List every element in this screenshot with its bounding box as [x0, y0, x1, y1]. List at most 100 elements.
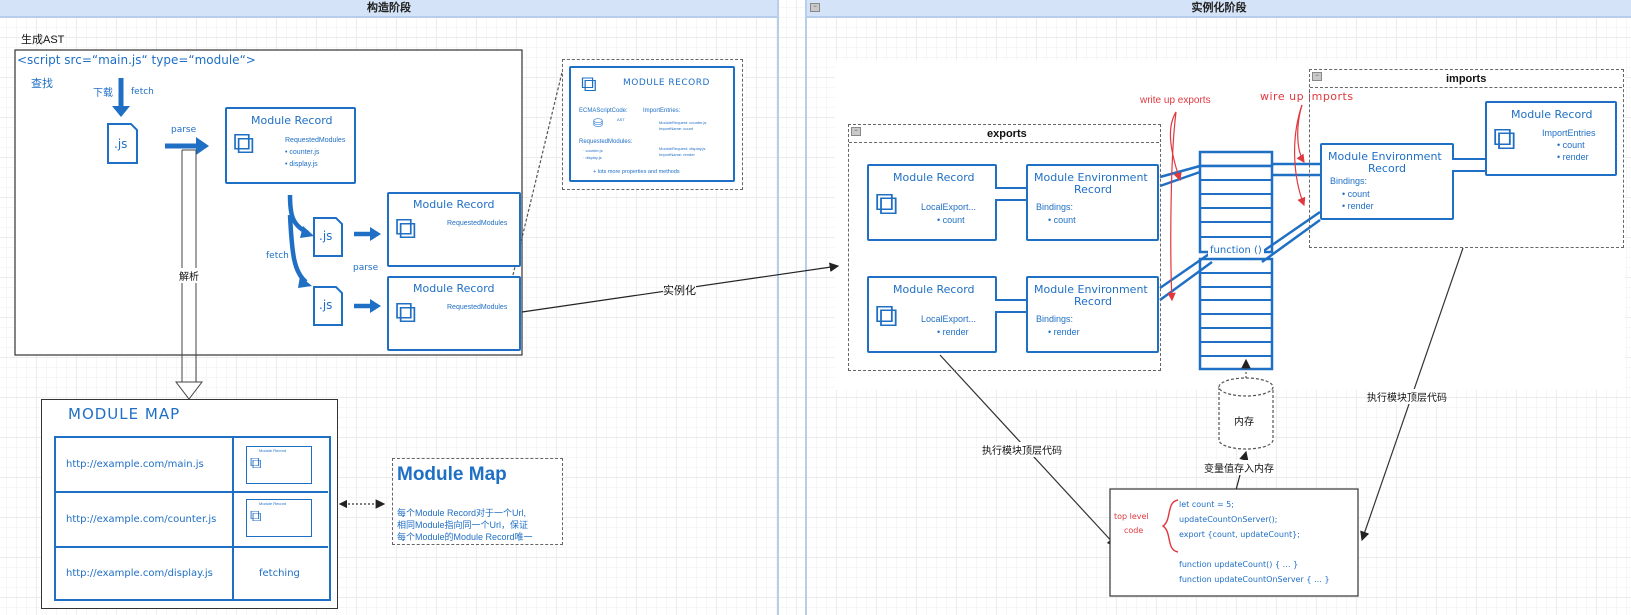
binding-item: • render [1342, 201, 1374, 211]
code-line: function updateCount() { … } [1179, 560, 1299, 569]
fetching-status: fetching [259, 568, 300, 579]
binding-item: • count [1342, 189, 1370, 199]
env-record-title-2: Record [1074, 183, 1113, 196]
code-box [1109, 488, 1359, 597]
code-brace [1161, 499, 1179, 553]
imports-group[interactable]: − imports [1309, 69, 1624, 248]
requested-detail-2-text: display.js [585, 155, 602, 160]
exports-title: exports [987, 128, 1027, 140]
parse-hollow-arrow-head [174, 381, 204, 400]
module-map-note[interactable]: Module Map 每个Module Record对于一个Url, 相同Mod… [392, 458, 563, 545]
script-tag-label: <script src=“main.js“ type=“module“> [17, 53, 256, 67]
module-map-table: http://example.com/main.js Module Record… [54, 436, 331, 601]
module-map-row[interactable]: http://example.com/counter.js Module Rec… [56, 493, 328, 548]
collapse-pool-button[interactable]: − [810, 3, 820, 12]
requested-item-2-text: display.js [289, 161, 318, 168]
instantiate-edge-label: 实例化 [663, 282, 696, 298]
import-entry-2-req: ModuleRequest: display.js [659, 146, 706, 151]
child-module-record-1[interactable]: Module Record ⧉ RequestedModules [387, 192, 521, 267]
module-record-detail-panel[interactable]: ⧉ MODULE RECORD ECMAScriptCode: AST ⛁ Re… [562, 59, 743, 190]
import-env-record[interactable]: Module Environment Record Bindings: • co… [1320, 143, 1454, 220]
child-js-file-icon-2 [313, 286, 343, 326]
requested-item-1: • counter.js [285, 149, 320, 156]
env-record-title-1: Module Environment [1034, 283, 1148, 296]
child-fetch-arrow-2-head [298, 276, 312, 288]
requested-modules-label: RequestedModules [285, 137, 346, 144]
requested-item-2: • display.js [285, 161, 318, 168]
export-module-record-count[interactable]: Module Record ⧉ LocalExport... • count [867, 164, 997, 241]
import-entry-item-text: render [1562, 152, 1589, 162]
parse-arrow-head [196, 137, 209, 155]
exec-label-right: 执行模块顶层代码 [1367, 389, 1447, 404]
module-record-detail-inner: ⧉ MODULE RECORD ECMAScriptCode: AST ⛁ Re… [569, 66, 735, 182]
collapse-exports-button[interactable]: − [851, 127, 861, 136]
local-export-item: • count [937, 215, 965, 225]
top-level-code-annotation-1: top level [1114, 512, 1149, 521]
import-entry-1-req: ModuleRequest: counter.js [659, 120, 707, 125]
import-env-record-link [1452, 158, 1487, 172]
module-map-title: MODULE MAP [68, 405, 181, 423]
code-line: let count = 5; [1179, 500, 1234, 509]
env-record-title-2: Record [1368, 162, 1407, 175]
write-up-arrow-1 [1169, 111, 1182, 182]
requested-detail-2: · display.js [583, 155, 602, 160]
lego-brick-icon: ⧉ [581, 71, 597, 96]
module-record-title: Module Record [893, 171, 975, 184]
export-env-record-count[interactable]: Module Environment Record Bindings: • co… [1026, 164, 1159, 241]
module-map-note-title: Module Map [397, 464, 507, 485]
import-label: ImportEntries: [643, 108, 681, 114]
import-module-record[interactable]: Module Record ⧉ ImportEntries • count • … [1485, 101, 1617, 176]
export-env-record-render[interactable]: Module Environment Record Bindings: • re… [1026, 276, 1159, 353]
module-map-note-line-2: 相同Module指向同一个Url，保证 [397, 520, 529, 530]
requested-modules-label: RequestedModules [447, 304, 508, 311]
parse-label: parse [171, 125, 197, 135]
binding-item-text: render [1053, 327, 1080, 337]
child-js-file-icon-1 [313, 217, 343, 257]
exec-label-left: 执行模块顶层代码 [982, 442, 1062, 457]
module-map-url: http://example.com/main.js [66, 459, 204, 470]
wire-up-arrow-1 [1296, 104, 1305, 163]
lego-brick-icon: ⧉ [395, 296, 417, 329]
bindings-label: Bindings: [1036, 314, 1074, 324]
fetch-label: fetch [131, 87, 154, 97]
module-map-note-line-3: 每个Module的Module Record唯一 [397, 532, 533, 542]
detail-footer: + lots more properties and methods [593, 169, 680, 175]
module-map-url: http://example.com/display.js [66, 568, 213, 579]
binding-item-text: render [1347, 201, 1374, 211]
mini-record-title: Module Record [259, 448, 287, 453]
detail-title: MODULE RECORD [623, 78, 710, 88]
main-module-record[interactable]: Module Record ⧉ RequestedModules • count… [225, 107, 356, 184]
import-entry-2-name: ImportName: render [659, 152, 695, 157]
bindings-label: Bindings: [1330, 176, 1368, 186]
exports-group[interactable]: − exports [848, 124, 1161, 371]
child-parse-label: parse [353, 263, 379, 273]
wire-up-imports-label: wire up imports [1260, 90, 1354, 103]
local-export-label: LocalExport... [921, 202, 977, 212]
record-env-link-render [995, 299, 1026, 313]
imports-header-divider [1310, 87, 1622, 88]
lego-brick-icon: ⧉ [233, 127, 255, 160]
pool-title-instantiation: 实例化阶段 [1191, 2, 1247, 14]
code-line: updateCountOnServer(); [1179, 515, 1278, 524]
js-file-label: .js [114, 137, 128, 151]
zoom-guide-line [512, 59, 566, 276]
child-module-record-2[interactable]: Module Record ⧉ RequestedModules [387, 276, 521, 351]
module-record-title: Module Record [251, 114, 333, 127]
module-map-row[interactable]: http://example.com/main.js Module Record… [56, 438, 328, 493]
binding-item: • count [1048, 215, 1076, 225]
lego-brick-icon: ⧉ [1493, 120, 1516, 156]
bindings-label: Bindings: [1036, 202, 1074, 212]
pool-header-construction: 构造阶段 [0, 0, 778, 18]
module-record-title: Module Record [413, 282, 495, 295]
collapse-imports-button[interactable]: − [1312, 72, 1322, 81]
export-module-record-render[interactable]: Module Record ⧉ LocalExport... • render [867, 276, 997, 353]
record-env-link-count [995, 187, 1026, 201]
parse-hollow-arrow [181, 149, 197, 384]
env-record-title-1: Module Environment [1328, 150, 1442, 163]
child-js-label-2: .js [319, 298, 333, 312]
memory-function-label: function () [1208, 245, 1264, 256]
module-map-row[interactable]: http://example.com/display.js fetching [56, 548, 328, 600]
lego-brick-icon: ⧉ [875, 185, 898, 221]
module-map-cell: fetching [232, 548, 330, 600]
store-to-memory-label: 变量值存入内存 [1204, 460, 1274, 475]
